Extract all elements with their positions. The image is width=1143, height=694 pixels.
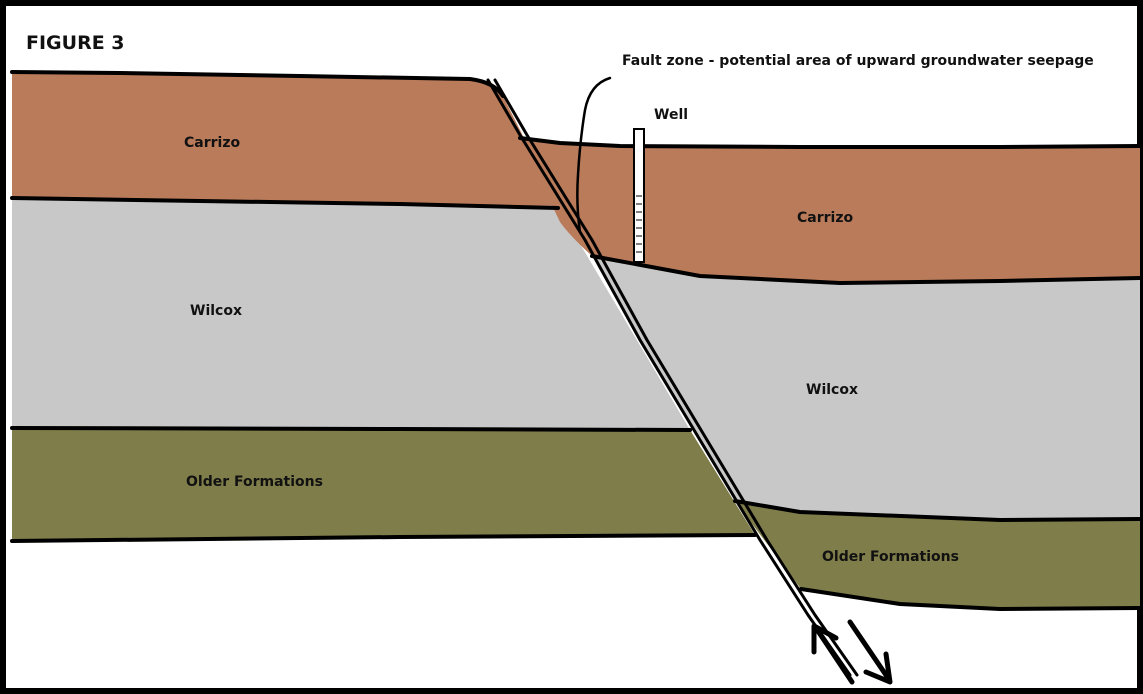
right-wilcox-label: Wilcox — [806, 382, 858, 398]
left-wilcox-layer — [12, 198, 690, 430]
right-carrizo-label: Carrizo — [797, 210, 853, 226]
left-carrizo-base — [10, 196, 560, 210]
left-older-base — [10, 533, 757, 543]
right-older-label: Older Formations — [822, 549, 959, 565]
right-wilcox-base — [733, 499, 1142, 522]
right-wilcox-layer — [592, 256, 1140, 520]
right-older-layer — [735, 501, 1140, 609]
fault-plane-line-2 — [493, 78, 859, 677]
well-label: Well — [654, 107, 688, 123]
right-carrizo-base — [590, 254, 1142, 285]
fault-zone-callout: Fault zone - potential area of upward gr… — [622, 53, 1094, 69]
right-carrizo-layer — [520, 138, 1140, 283]
left-ground-surface — [10, 70, 505, 98]
fault-plane-line-1 — [486, 78, 852, 677]
left-wilcox-base — [10, 426, 692, 432]
left-wilcox-label: Wilcox — [190, 303, 242, 319]
fault-callout-leader — [576, 76, 612, 234]
figure-title: FIGURE 3 — [26, 32, 125, 54]
left-carrizo-label: Carrizo — [184, 135, 240, 151]
left-older-layer — [12, 428, 755, 541]
left-older-label: Older Formations — [186, 474, 323, 490]
right-ground-surface — [518, 136, 1142, 149]
right-older-base — [799, 587, 1142, 611]
fault-slip-arrows-icon — [811, 619, 893, 685]
left-carrizo-layer — [12, 72, 558, 206]
well-casing-icon — [633, 128, 645, 263]
